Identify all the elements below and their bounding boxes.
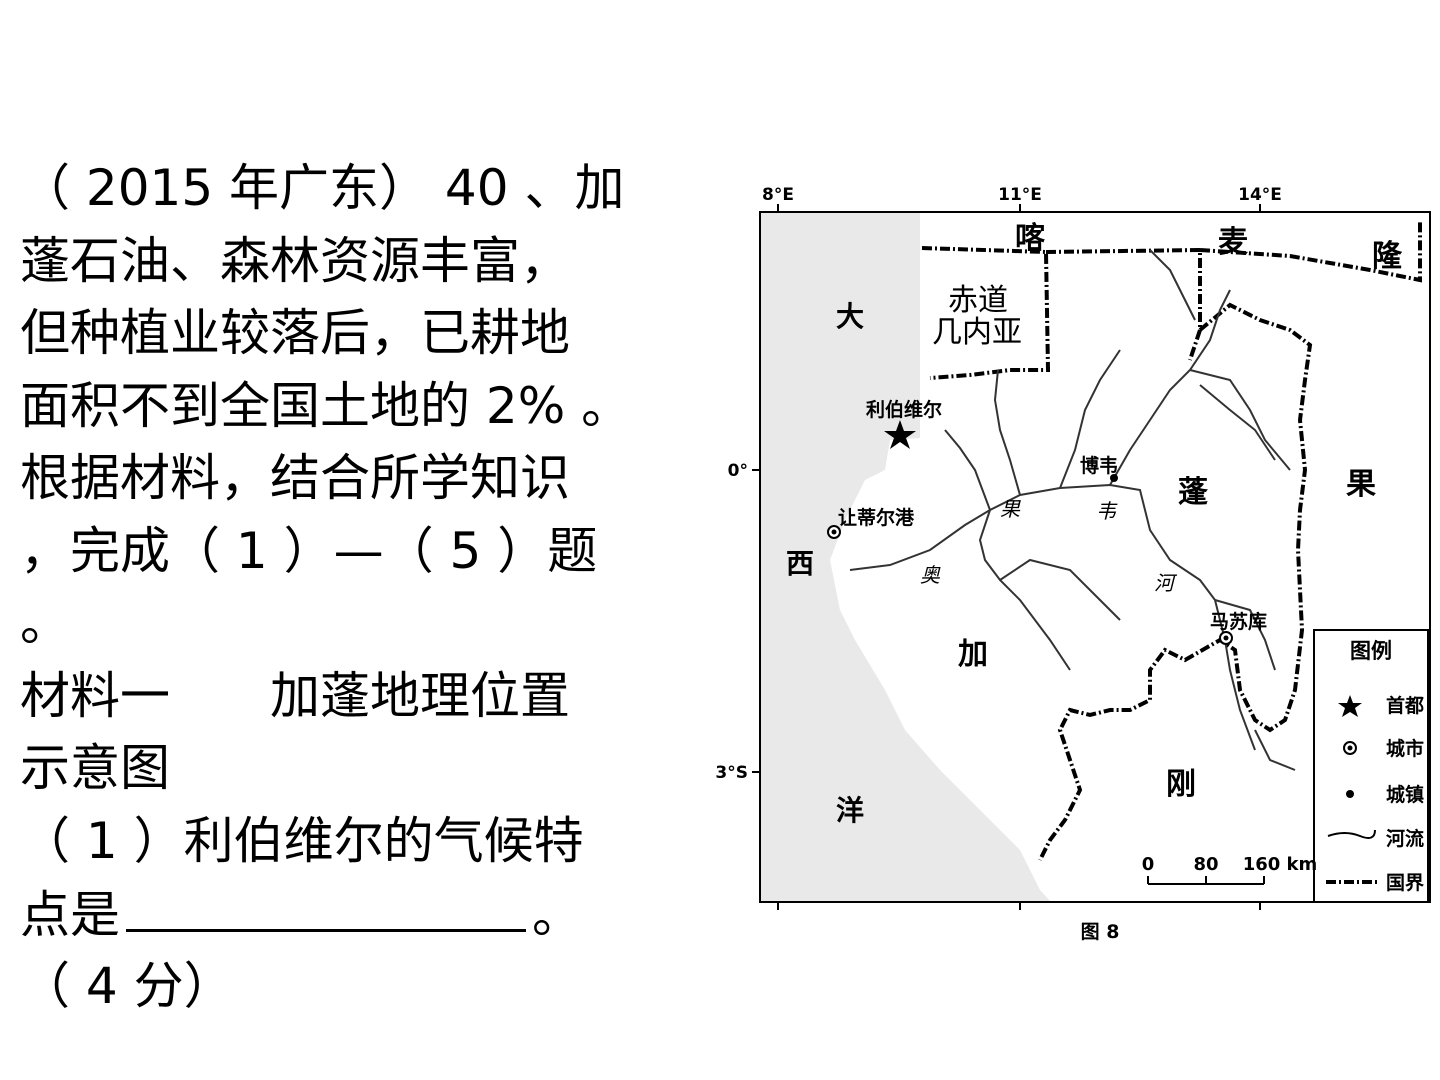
river-label-wei: 韦 [1096,499,1118,523]
answer-prefix: 点是 [20,886,120,944]
legend-town-icon [1346,790,1354,798]
town-dot-icon [1110,474,1118,482]
graticule-ticks [752,204,1261,910]
legend-label-town: 城镇 [1386,783,1424,806]
city-port-gentil: 让蒂尔港 [827,506,915,539]
question-line: 蓬石油、森林资源丰富， [20,231,570,290]
question-line: 面积不到全国土地的 2% 。 [20,376,632,435]
cameroon-char-2: 麦 [1218,225,1249,260]
answer-blank[interactable] [126,877,526,932]
answer-line: 点是 。 [20,877,710,950]
material-heading: 材料一 加蓬地理位置 [20,666,570,725]
river-label-ao: 奥 [920,563,941,587]
ocean-label-xi: 西 [786,547,814,580]
legend-river-icon [1327,829,1376,839]
score-text: （ 4 分） [20,956,234,1015]
congo-char-2: 果 [1346,467,1376,502]
question-text: （ 2015 年广东） 40 、加 蓬石油、森林资源丰富， 但种植业较落后，已耕… [20,152,710,1022]
scale-bar: 0 80 160 km [1142,854,1318,885]
national-borders [921,220,1422,861]
question-line: 。 [20,594,70,652]
legend-label-capital: 首都 [1386,694,1424,717]
city-libreville: 利伯维尔 [866,398,942,449]
town-label: 博韦 [1080,454,1118,477]
map-legend: 图例 首都 城市 城镇 河流 国界 [1313,629,1429,903]
gabon-char-2: 蓬 [1178,475,1208,510]
congo-char-1: 刚 [1166,767,1196,802]
ocean-label-yang: 洋 [836,794,864,827]
legend-label-river: 河流 [1386,827,1424,850]
town-booue: 博韦 [1080,454,1118,482]
lon-label-14e: 14°E [1238,185,1282,205]
gabon-char-1: 加 [958,637,988,672]
legend-label-city: 城市 [1386,737,1424,760]
equatorial-guinea-label-line2: 几内亚 [932,315,1022,350]
scale-tick-80: 80 [1193,854,1218,875]
legend-star-icon [1338,695,1362,717]
city-label: 马苏库 [1210,610,1267,633]
city-masuku: 马苏库 [1210,610,1267,645]
legend-label-border: 国界 [1386,872,1424,894]
ocean-label-da: 大 [836,300,864,333]
material-heading-cont: 示意图 [20,739,170,797]
legend-title: 图例 [1350,639,1392,663]
answer-suffix: 。 [532,886,582,944]
equatorial-guinea-label-line1: 赤道 [948,283,1008,318]
cameroon-char-1: 喀 [1015,221,1045,256]
lat-label-3s: 3°S [715,763,748,783]
lon-label-11e: 11°E [998,185,1042,205]
gabon-location-map: 8°E 11°E 14°E 0° 3°S 赤道 几内亚 大 西 洋 喀 麦 隆 … [715,170,1431,950]
scale-tick-0: 0 [1142,854,1155,875]
cameroon-char-3: 隆 [1372,239,1403,274]
city-label: 让蒂尔港 [838,506,915,529]
lat-label-0: 0° [728,461,748,481]
city-label: 利伯维尔 [866,398,942,421]
rivers [849,249,1296,771]
figure-caption: 图 8 [1081,921,1120,943]
question-line: 根据材料，结合所学知识 [20,449,570,507]
scale-tick-160: 160 km [1243,854,1318,875]
question-line: （ 2015 年广东） 40 、加 [20,159,625,217]
river-label-guo: 果 [1000,497,1021,521]
capital-star-icon [884,420,916,449]
question-line: ，完成（ 1 ）—（ 5 ）题 [20,521,598,580]
subquestion-1: （ 1 ）利伯维尔的气候特 [20,811,584,870]
ocean-area [761,213,1050,901]
question-line: 但种植业较落后，已耕地 [20,304,570,362]
lon-label-8e: 8°E [762,185,794,205]
